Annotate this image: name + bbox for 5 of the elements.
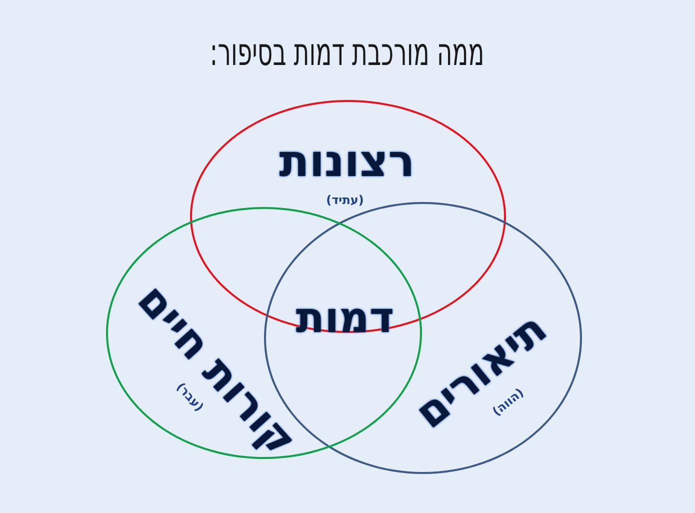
set-sublabel: (עתיד) <box>326 194 364 206</box>
set-sublabel: (עבר) <box>174 380 206 414</box>
title: ממה מורכבת דמות בסיפור: <box>210 33 484 71</box>
set-label: רצונות <box>279 140 415 184</box>
intersection-label: דמות <box>296 297 394 339</box>
